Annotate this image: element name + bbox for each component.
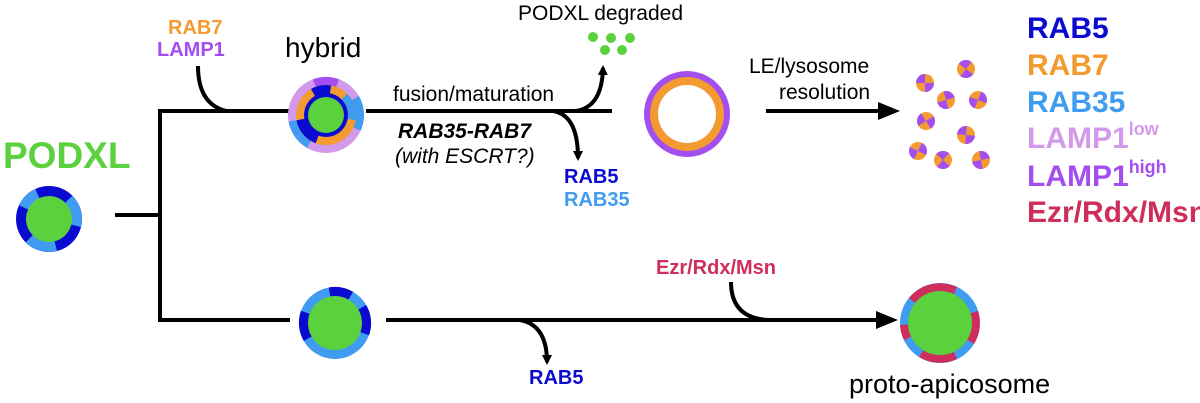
- rab-vesicle-lower: [298, 286, 372, 359]
- fusion-maturation-label: fusion/maturation: [393, 83, 555, 106]
- podxl-degraded-dots: [588, 32, 635, 55]
- proto-apicosome: [900, 283, 980, 363]
- lysosome-particle: [972, 151, 990, 169]
- with-escrt-label: (with ESCRT?): [395, 145, 535, 168]
- rab35-rab7-label: RAB35-RAB7: [398, 120, 532, 143]
- ezr-input-curve: [729, 281, 769, 322]
- lamp1-top-label: LAMP1: [157, 39, 225, 61]
- rab5-mid-label: RAB5: [564, 166, 619, 188]
- lysosome-particle: [957, 126, 975, 144]
- hybrid-label: hybrid: [285, 32, 362, 63]
- rab5-lower-down-arrow: [519, 318, 552, 365]
- resolution-label: resolution: [779, 81, 871, 104]
- lysosome-particle: [916, 74, 934, 92]
- lower-line-group: [386, 281, 898, 365]
- ezr-bottom-label: Ezr/Rdx/Msn: [656, 257, 777, 279]
- lysosome-particle: [969, 91, 987, 109]
- proto-apicosome-label: proto-apicosome: [849, 369, 1051, 399]
- hybrid-vesicle: [288, 77, 364, 153]
- legend-lamp1-low: LAMP1low: [1027, 118, 1159, 155]
- podxl-degraded-label: PODXL degraded: [518, 2, 683, 25]
- le-lysosome-label: LE/lysosome: [749, 55, 870, 78]
- legend-rab5: RAB5: [1027, 12, 1109, 45]
- lysosome-particle: [957, 60, 975, 78]
- fusion-line-group: [366, 65, 900, 161]
- lysosome-particle: [917, 112, 935, 130]
- legend-ezr: Ezr/Rdx/Msn: [1027, 196, 1200, 229]
- legend-rab7: RAB7: [1027, 49, 1109, 82]
- legend-lamp1-high: LAMP1high: [1027, 156, 1167, 193]
- rab7-top-label: RAB7: [168, 17, 223, 39]
- rab5-bottom-label: RAB5: [529, 367, 584, 389]
- lysosome-particle: [937, 91, 955, 109]
- rab35-mid-label: RAB35: [564, 189, 630, 211]
- podxl-vesicle: [16, 186, 82, 252]
- podxl-label: PODXL: [3, 135, 131, 176]
- lysosome-ring: [644, 71, 730, 157]
- lysosome-particles: [909, 60, 990, 169]
- rab7-lamp1-input-curve: [196, 65, 227, 113]
- lysosome-particle: [909, 142, 927, 160]
- degraded-up-arrow: [574, 65, 608, 113]
- lysosome-particle: [934, 151, 952, 169]
- branch-lines: [115, 65, 290, 322]
- legend-rab35: RAB35: [1027, 86, 1126, 119]
- rab5-rab35-down-arrow: [552, 109, 583, 161]
